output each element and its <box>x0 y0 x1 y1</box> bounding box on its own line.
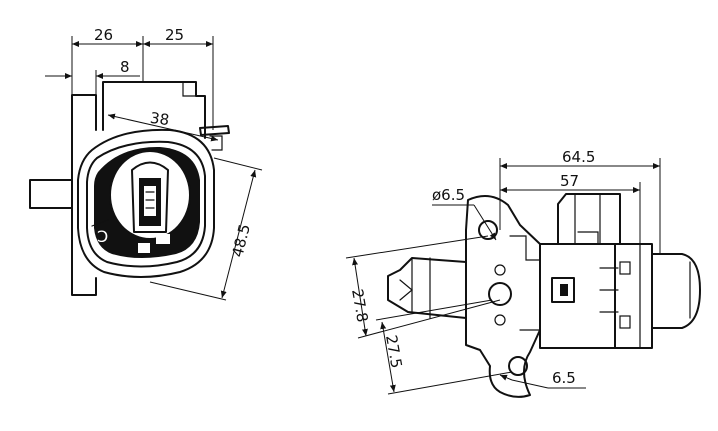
dim-label-tab-width: 6.5 <box>552 369 576 387</box>
top-housing <box>557 193 621 245</box>
center-pivot <box>488 282 512 306</box>
dim-label-27-8: 27.8 <box>348 288 372 324</box>
lever-arm <box>387 257 467 319</box>
rear-housing <box>71 94 97 296</box>
small-hole-upper <box>494 264 506 276</box>
position-light-icon <box>138 243 150 253</box>
dim-label-38: 38 <box>149 109 170 129</box>
dim-label-27-5: 27.5 <box>382 334 406 370</box>
dim-label-8: 8 <box>120 58 130 76</box>
off-symbol-icon: Ͻ <box>97 227 108 246</box>
dim-label-hole-diameter: ø6.5 <box>432 186 465 204</box>
front-view: Ͻ 26 25 8 38 48.5 <box>29 26 263 301</box>
knob-inner-bezel <box>86 140 206 268</box>
mounting-hole-top <box>478 220 498 240</box>
dim-label-26: 26 <box>94 26 113 44</box>
knob-grip <box>131 161 169 233</box>
dim-label-57: 57 <box>560 172 579 190</box>
small-hole-lower <box>494 314 506 326</box>
dim-label-48-5: 48.5 <box>228 222 254 259</box>
mounting-hole-bottom <box>508 356 528 376</box>
dim-label-64-5: 64.5 <box>562 148 595 166</box>
knob-cap <box>651 253 701 329</box>
mounting-bracket <box>465 195 541 398</box>
bezel-ring <box>614 243 653 349</box>
connector-box <box>551 277 575 303</box>
side-view: 64.5 57 ø6.5 27.8 27.5 6.5 <box>345 148 701 398</box>
dim-label-25: 25 <box>165 26 184 44</box>
mounting-shaft <box>29 179 73 209</box>
top-housing-block <box>102 81 206 139</box>
headlight-icon <box>156 234 170 244</box>
